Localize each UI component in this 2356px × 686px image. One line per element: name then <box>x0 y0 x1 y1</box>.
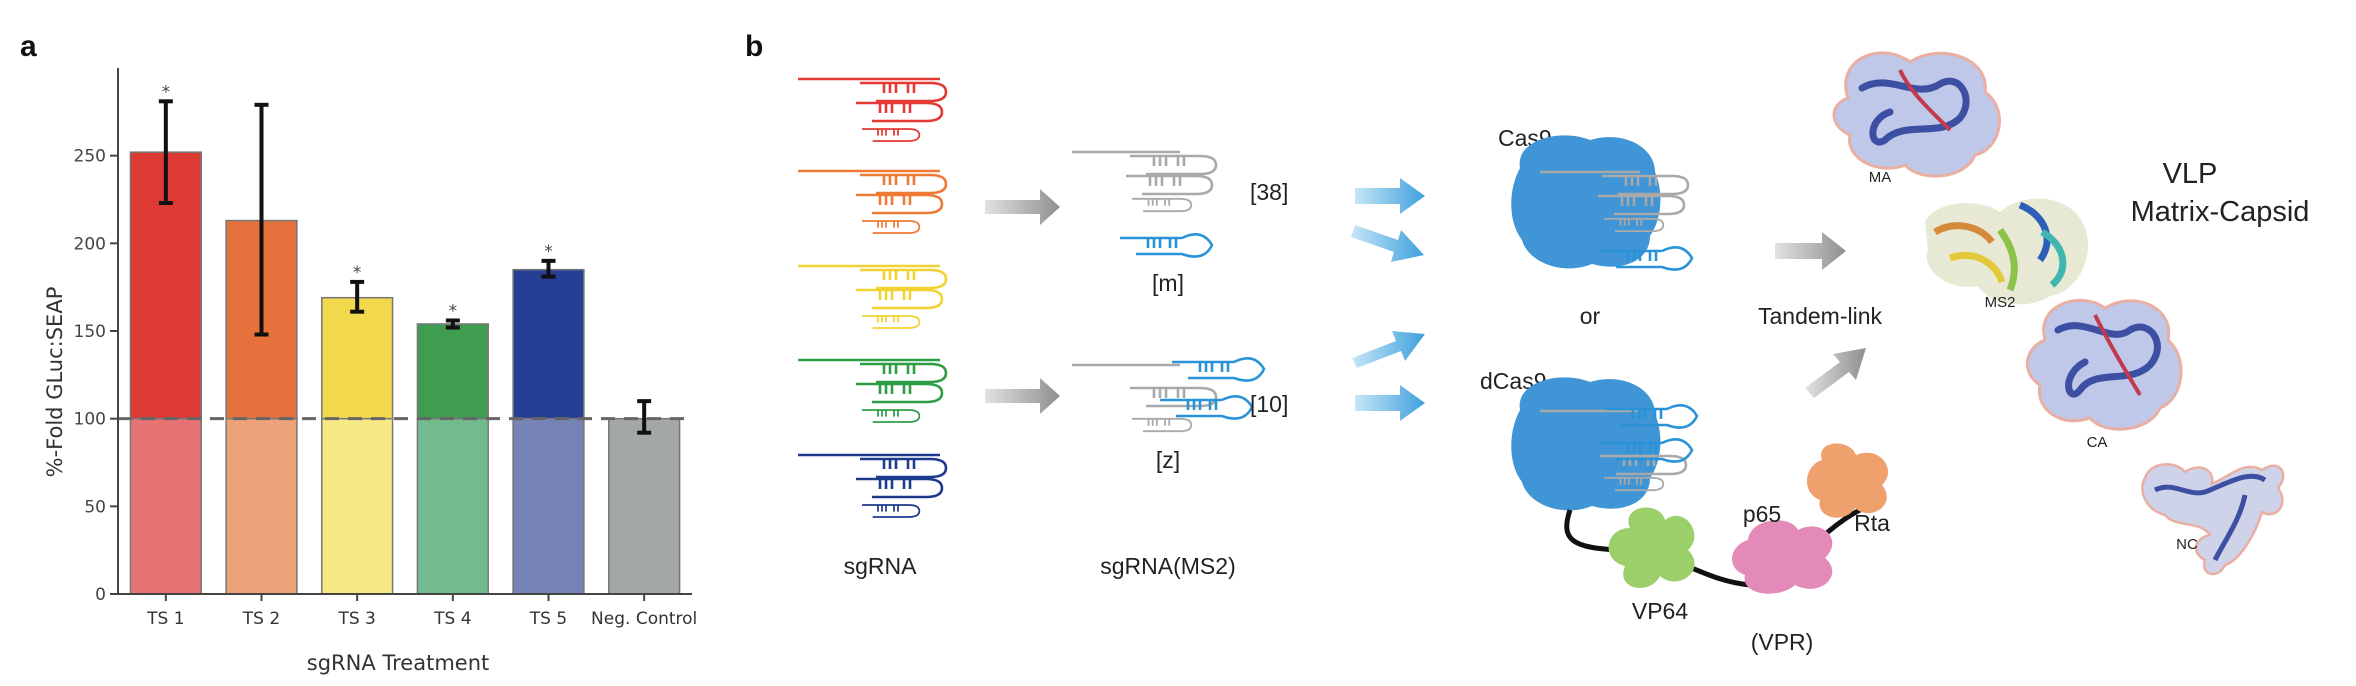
vp64-label: VP64 <box>1632 598 1688 624</box>
or-label: or <box>1580 303 1601 329</box>
arrow-gray-tandem-1 <box>1775 232 1846 270</box>
ca-label: CA <box>2087 434 2108 451</box>
nc-label: NC <box>2176 536 2198 553</box>
sgrna-navy-group <box>798 453 948 518</box>
bar-base <box>512 417 585 595</box>
sgrna-orange-group <box>798 169 948 234</box>
sgrna-label: sgRNA <box>844 553 918 579</box>
bar-base <box>225 417 298 595</box>
x-tick-label: TS 3 <box>337 609 375 629</box>
bar-base <box>129 417 202 595</box>
y-tick-label: 50 <box>84 497 106 517</box>
arrow-gray-top <box>985 189 1060 225</box>
significance-star: * <box>162 82 171 102</box>
significance-star: * <box>353 263 362 283</box>
y-tick-label: 150 <box>74 322 106 342</box>
ma-label: MA <box>1869 169 1892 186</box>
x-tick-label: TS 1 <box>146 609 184 629</box>
p65-domain <box>1732 520 1833 594</box>
bar-gain <box>416 323 489 420</box>
y-tick-label: 200 <box>74 234 106 254</box>
dcas9-bound-grna <box>1540 409 1688 492</box>
bars <box>129 151 681 595</box>
ma-protein-structure <box>1832 51 2001 178</box>
sgrna-ms2-label: sgRNA(MS2) <box>1100 553 1235 579</box>
bar-base <box>321 417 394 595</box>
arrow-blue-3 <box>1352 331 1425 368</box>
y-axis-title: %-Fold GLuc:SEAP <box>43 287 67 478</box>
x-tick-label: TS 4 <box>433 609 471 629</box>
sgrna-ms2-bottom <box>1072 356 1266 433</box>
vp64-domain <box>1608 507 1695 589</box>
error-bars: * * * * <box>158 82 652 435</box>
significance-star: * <box>449 301 458 321</box>
sgrna-ms2-top <box>1072 150 1218 258</box>
rta-domain <box>1807 443 1889 518</box>
y-axis: 0 50 100 150 200 250 <box>74 147 118 605</box>
bar-gain <box>512 268 585 420</box>
y-tick-label: 100 <box>74 410 106 430</box>
p65-label: p65 <box>1743 501 1781 527</box>
y-tick-label: 250 <box>74 147 106 167</box>
bar-base <box>416 417 489 595</box>
arrow-blue-1 <box>1355 178 1425 214</box>
n10-label: [10] <box>1250 391 1288 417</box>
bar-chart: %-Fold GLuc:SEAP sgRNA Treatment 0 50 100 1… <box>43 68 697 675</box>
sgrna-yellow-group <box>798 264 948 329</box>
vlp-title-line2: Matrix-Capsid <box>2131 196 2310 228</box>
significance-star: * <box>544 242 553 262</box>
ms2-protein-structure <box>1925 198 2088 305</box>
x-tick-label: Neg. Control <box>591 609 697 629</box>
ca-protein-structure <box>2025 298 2183 431</box>
cas9-bound-grna <box>1540 170 1690 233</box>
ms2-label: MS2 <box>1985 294 2016 311</box>
m-label: [m] <box>1152 270 1184 296</box>
cas9-protein <box>1511 135 1661 269</box>
sgrna-green-group <box>798 358 948 423</box>
vpr-label: (VPR) <box>1751 629 1814 655</box>
x-axis-title: sgRNA Treatment <box>307 651 489 675</box>
x-axis: TS 1 TS 2 TS 3 TS 4 TS 5 Neg. Control <box>146 594 697 629</box>
vlp-title-line1: VLP <box>2163 158 2218 190</box>
sgrna-red-group <box>798 77 948 142</box>
panel-label-a: a <box>20 30 37 63</box>
arrow-gray-tandem-2 <box>1805 348 1866 398</box>
nc-protein-structure <box>2141 463 2285 576</box>
rta-label: Rta <box>1854 510 1890 536</box>
panel-label-b: b <box>745 30 763 63</box>
bar-base <box>608 417 681 595</box>
x-tick-label: TS 5 <box>529 609 567 629</box>
arrow-gray-bottom <box>985 378 1060 414</box>
n38-label: [38] <box>1250 179 1288 205</box>
z-label: [z] <box>1156 447 1180 473</box>
y-tick-label: 0 <box>95 585 106 605</box>
arrow-blue-4 <box>1355 385 1425 421</box>
x-tick-label: TS 2 <box>242 609 280 629</box>
arrow-blue-2 <box>1351 225 1424 262</box>
bar-gain <box>321 296 394 420</box>
tandem-link-label: Tandem-link <box>1758 303 1882 329</box>
